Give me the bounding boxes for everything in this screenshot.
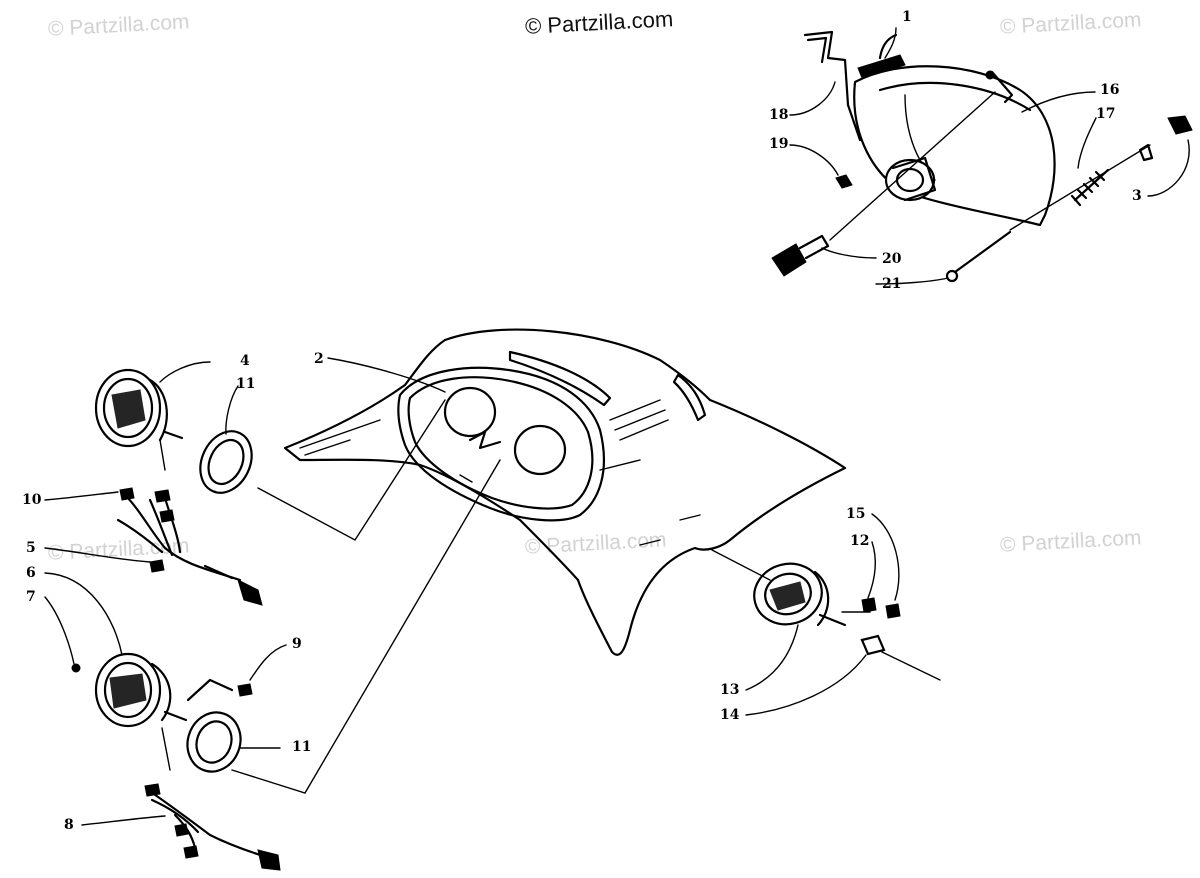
callout-6: 6 xyxy=(26,565,36,581)
callout-16: 16 xyxy=(1100,82,1120,98)
speedometer xyxy=(71,652,253,773)
callout-5: 5 xyxy=(26,540,36,556)
callout-17: 17 xyxy=(1096,106,1116,122)
callout-8: 8 xyxy=(64,817,74,833)
callout-20: 20 xyxy=(882,251,902,267)
leader-lines xyxy=(44,27,1190,826)
callout-7: 7 xyxy=(26,589,36,605)
callout-1: 1 xyxy=(902,9,912,25)
callout-14: 14 xyxy=(720,707,740,723)
callout-13: 13 xyxy=(720,682,740,698)
gauge-right xyxy=(753,562,941,681)
callout-11-bottom: 11 xyxy=(292,739,312,755)
callout-18: 18 xyxy=(769,107,789,123)
dash-panel xyxy=(283,328,847,656)
callout-19: 19 xyxy=(769,136,789,152)
tachometer xyxy=(94,368,253,494)
callout-3: 3 xyxy=(1132,188,1142,204)
harness-upper xyxy=(116,487,263,606)
callout-15: 15 xyxy=(846,506,866,522)
callout-4: 4 xyxy=(240,353,250,369)
callout-2: 2 xyxy=(314,351,324,367)
callout-21: 21 xyxy=(882,276,902,292)
callout-10: 10 xyxy=(22,492,42,508)
callout-9: 9 xyxy=(292,636,302,652)
callout-12: 12 xyxy=(850,533,870,549)
callout-11-top: 11 xyxy=(236,376,256,392)
harness-lower xyxy=(144,783,281,871)
headlight-assembly xyxy=(771,30,1193,283)
